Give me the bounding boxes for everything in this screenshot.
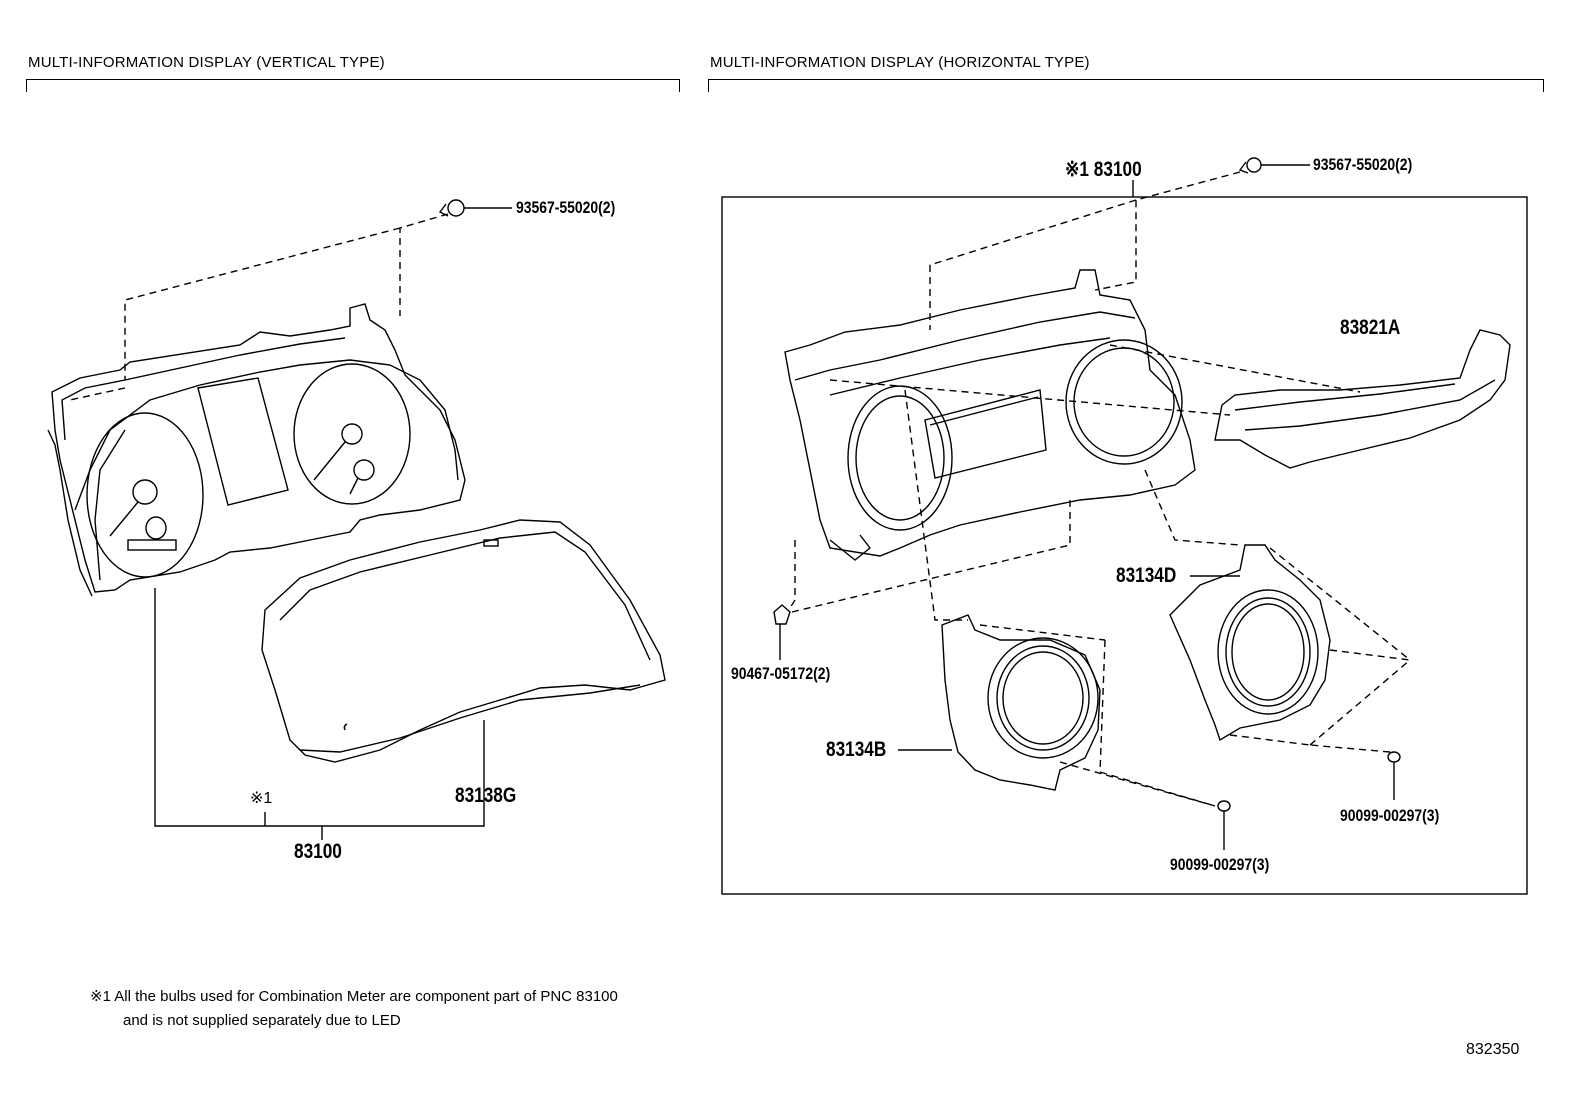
label-vertical-meter-83100: 83100 [294, 840, 342, 863]
vertical-lens [261, 519, 666, 763]
label-horizontal-bolt-93567: 93567-55020(2) [1313, 155, 1413, 174]
vertical-dashed-leaders [69, 213, 449, 401]
header-horizontal-bracket [708, 79, 1544, 92]
horizontal-ring-83134D [1169, 544, 1331, 742]
label-panel-83821A: 83821A [1340, 316, 1401, 339]
vertical-left-gauge [86, 412, 204, 578]
label-note-mark-left: ※1 [250, 790, 273, 807]
header-vertical-type: MULTI-INFORMATION DISPLAY (VERTICAL TYPE… [28, 54, 385, 71]
label-horizontal-meter-83100: ※1 83100 [1065, 158, 1142, 181]
footnote-line-1: ※1 All the bulbs used for Combination Me… [90, 988, 618, 1005]
label-lens-83138G: 83138G [455, 784, 517, 807]
horizontal-bolt-93567 [1238, 157, 1310, 174]
label-clip-90467: 90467-05172(2) [731, 664, 831, 683]
horizontal-frame [721, 196, 1528, 895]
horizontal-screw-left [1217, 800, 1231, 850]
label-screw-right-90099: 90099-00297(3) [1340, 806, 1440, 825]
diagram-code: 832350 [1466, 1041, 1520, 1058]
label-vertical-bolt-93567: 93567-55020(2) [516, 198, 616, 217]
vertical-center-display [197, 377, 289, 506]
footnote-line-2: and is not supplied separately due to LE… [123, 1012, 401, 1029]
horizontal-panel-83821A [1214, 329, 1511, 469]
label-screw-left-90099: 90099-00297(3) [1170, 855, 1270, 874]
vertical-meter-housing [47, 303, 466, 597]
horizontal-screw-right [1387, 751, 1401, 800]
vertical-callout-bracket [154, 588, 485, 840]
horizontal-ring-83134B [941, 614, 1101, 791]
header-horizontal-type: MULTI-INFORMATION DISPLAY (HORIZONTAL TY… [710, 54, 1090, 71]
label-ring-83134B: 83134B [826, 738, 887, 761]
header-vertical-bracket [26, 79, 680, 92]
horizontal-meter-housing [784, 269, 1196, 561]
horizontal-dashed-leaders [789, 171, 1411, 807]
vertical-right-gauge [293, 363, 411, 505]
horizontal-clip-90467 [773, 604, 791, 660]
label-ring-83134D: 83134D [1116, 564, 1177, 587]
vertical-bolt-93567 [438, 199, 512, 217]
